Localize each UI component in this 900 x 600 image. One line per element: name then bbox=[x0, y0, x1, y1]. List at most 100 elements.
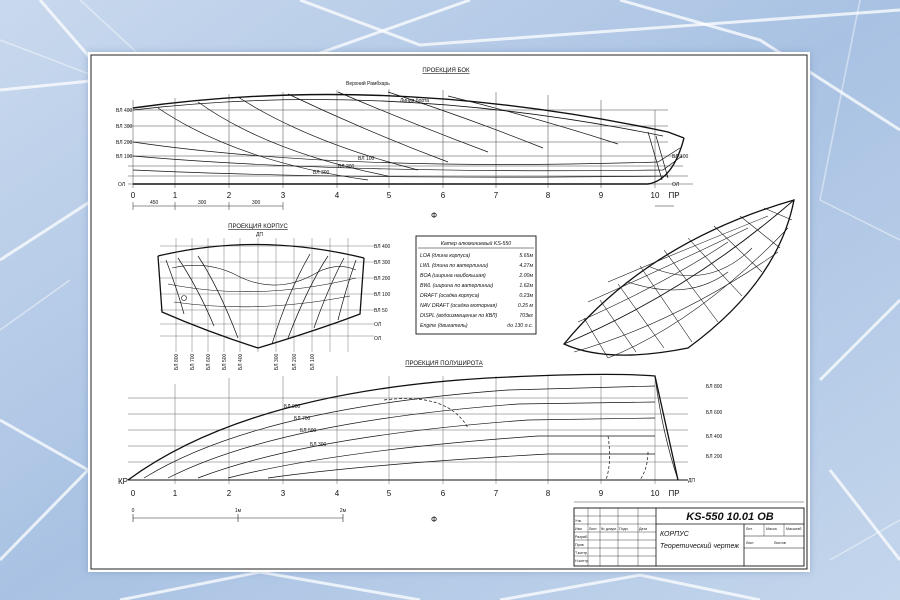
spec-label: Engine (двигатель) bbox=[420, 323, 468, 329]
side-line-note: Линия борта bbox=[400, 98, 429, 104]
half-breadth-right-mark: БЛ 600 bbox=[706, 410, 723, 416]
side-right-mark: ОЛ bbox=[672, 182, 679, 188]
station-label: 2 bbox=[227, 489, 232, 498]
half-breadth-right-mark: БЛ 400 bbox=[706, 434, 723, 440]
station-label: 0 bbox=[131, 489, 136, 498]
body-right-mark: ВЛ 300 bbox=[374, 260, 391, 266]
body-plan-view: ПРОЕКЦИЯ КОРПУС ДП bbox=[157, 224, 391, 370]
station-label: 4 bbox=[335, 191, 340, 200]
hull-lines-drawing: ПРОЕКЦИЯ БОК bbox=[90, 54, 808, 570]
half-breadth-end-right: ДП bbox=[688, 478, 695, 484]
spec-label: LOA (длина корпуса) bbox=[420, 253, 470, 259]
title-block-sheet-label: Лист bbox=[746, 541, 754, 545]
title-block-role: Т.контр. bbox=[575, 551, 588, 555]
station-label: 5 bbox=[387, 191, 392, 200]
body-bottom-mark: БЛ 100 bbox=[310, 353, 316, 370]
scale-label: 2м bbox=[340, 508, 347, 514]
half-breadth-line-note: БЛ 300 bbox=[310, 442, 327, 448]
drawing-sheet: ПРОЕКЦИЯ БОК bbox=[88, 52, 810, 572]
station-label: 1 bbox=[173, 489, 178, 498]
body-bottom-mark: БЛ 500 bbox=[222, 353, 228, 370]
specs-row: DISPL (водоизмещение по КВЛ) 703кг bbox=[420, 313, 533, 319]
specs-row: BOA (ширина наибольшая) 2.00м bbox=[420, 273, 533, 279]
side-left-mark: ВЛ 100 bbox=[116, 154, 133, 160]
body-right-mark: ВЛ 100 bbox=[374, 292, 391, 298]
side-line-note: ВЛ 100 bbox=[358, 156, 375, 162]
side-right-mark: ВЛ 100 bbox=[672, 154, 689, 160]
body-right-mark: ВЛ 50 bbox=[374, 308, 388, 314]
body-bottom-mark: БЛ 700 bbox=[190, 353, 196, 370]
station-label: 6 bbox=[441, 191, 446, 200]
station-label: 7 bbox=[494, 191, 499, 200]
side-line-note: ВЛ 300 bbox=[313, 170, 330, 176]
scale-label: 1м bbox=[235, 508, 242, 514]
spec-label: LWL (длина по ватерлинии) bbox=[420, 263, 488, 269]
specs-table: Катер алюминиевый KS-550 LOA (длина корп… bbox=[415, 235, 537, 335]
body-bottom-mark: БЛ 400 bbox=[238, 353, 244, 370]
spec-value: 0.25 м bbox=[518, 303, 534, 309]
body-plan-title: ПРОЕКЦИЯ КОРПУС bbox=[228, 224, 288, 230]
hull-3d-view bbox=[562, 199, 795, 359]
spec-label: DISPL (водоизмещение по КВЛ) bbox=[420, 313, 497, 319]
title-block-subtitle: Теоретический чертеж bbox=[660, 542, 740, 550]
half-breadth-line-note: БЛ 900 bbox=[284, 404, 301, 410]
station-label: 0 bbox=[131, 191, 136, 200]
title-block-header: Лист bbox=[589, 527, 597, 531]
side-view: ПРОЕКЦИЯ БОК bbox=[116, 68, 693, 220]
side-dim-label: 300 bbox=[252, 200, 261, 206]
station-end-mark: ПР bbox=[668, 191, 679, 200]
station-label: 8 bbox=[546, 489, 551, 498]
side-left-mark: ВЛ 200 bbox=[116, 140, 133, 146]
station-label: 7 bbox=[494, 489, 499, 498]
specs-row: DRAFT (осадка корпуса) 0.23м bbox=[420, 293, 533, 299]
body-bottom-mark: БЛ 600 bbox=[206, 353, 212, 370]
title-block-role: Разраб. bbox=[575, 535, 588, 539]
station-label: 10 bbox=[651, 489, 660, 498]
side-dim-label: 450 bbox=[150, 200, 159, 206]
station-label: 4 bbox=[335, 489, 340, 498]
station-label: 2 bbox=[227, 191, 232, 200]
title-block-name: КОРПУС bbox=[660, 531, 690, 538]
body-right-mark: ВЛ 400 bbox=[374, 244, 391, 250]
station-label: 10 bbox=[651, 191, 660, 200]
spec-label: DRAFT (осадка корпуса) bbox=[420, 293, 480, 299]
body-right-mark: ВЛ 200 bbox=[374, 276, 391, 282]
spec-value: до 130 л.с. bbox=[507, 323, 533, 329]
specs-title: Катер алюминиевый KS-550 bbox=[441, 240, 511, 247]
body-bottom-mark: БЛ 800 bbox=[174, 353, 180, 370]
station-label: 6 bbox=[441, 489, 446, 498]
half-breadth-right-mark: БЛ 800 bbox=[706, 384, 723, 390]
body-bottom-mark: БЛ 300 bbox=[274, 353, 280, 370]
side-left-mark: ОЛ bbox=[118, 182, 125, 188]
spec-value: 1.62м bbox=[519, 283, 533, 289]
side-line-note: ВЛ 200 bbox=[338, 164, 355, 170]
title-block-sheet-label: Листов bbox=[774, 541, 786, 545]
spec-label: BWL (ширина по ватерлинии) bbox=[420, 283, 494, 289]
station-end-mark: ПР bbox=[668, 489, 679, 498]
title-block-role: Пров. bbox=[575, 543, 585, 547]
title-block-right-header: Масса bbox=[766, 527, 777, 531]
spec-label: BOA (ширина наибольшая) bbox=[420, 273, 486, 279]
specs-row: LOA (длина корпуса) 5.65м bbox=[420, 253, 533, 259]
title-block-header: Подп. bbox=[619, 527, 629, 531]
title-block-right-header: Лит. bbox=[746, 527, 753, 531]
title-block-role: Н.контр. bbox=[575, 559, 589, 563]
specs-row: LWL (длина по ватерлинии) 4.27м bbox=[420, 263, 533, 269]
specs-row: NAV DRAFT (осадка моторная) 0.25 м bbox=[420, 303, 533, 309]
half-breadth-right-mark: БЛ 200 bbox=[706, 454, 723, 460]
half-breadth-line-note: БЛ 700 bbox=[294, 416, 311, 422]
station-label: 1 bbox=[173, 191, 178, 200]
spec-value: 4.27м bbox=[519, 263, 533, 269]
title-block-header: № докум. bbox=[601, 527, 617, 531]
title-block-code: KS-550 10.01 ОВ bbox=[686, 511, 773, 523]
plan-axis-mark: Ф bbox=[431, 515, 437, 524]
title-block-right-header: Масштаб bbox=[786, 527, 801, 531]
side-axis-mark: Ф bbox=[431, 211, 437, 220]
body-right-mark: ОЛ bbox=[374, 322, 381, 328]
body-right-mark: ОЛ bbox=[374, 336, 381, 342]
body-bottom-mark: БЛ 200 bbox=[292, 353, 298, 370]
title-block-header: Изм bbox=[575, 527, 582, 531]
specs-row: Engine (двигатель) до 130 л.с. bbox=[420, 323, 533, 329]
scale-label: 0 bbox=[132, 508, 135, 514]
half-breadth-view: ПРОЕКЦИЯ ПОЛУШИРОТА bbox=[118, 361, 723, 524]
